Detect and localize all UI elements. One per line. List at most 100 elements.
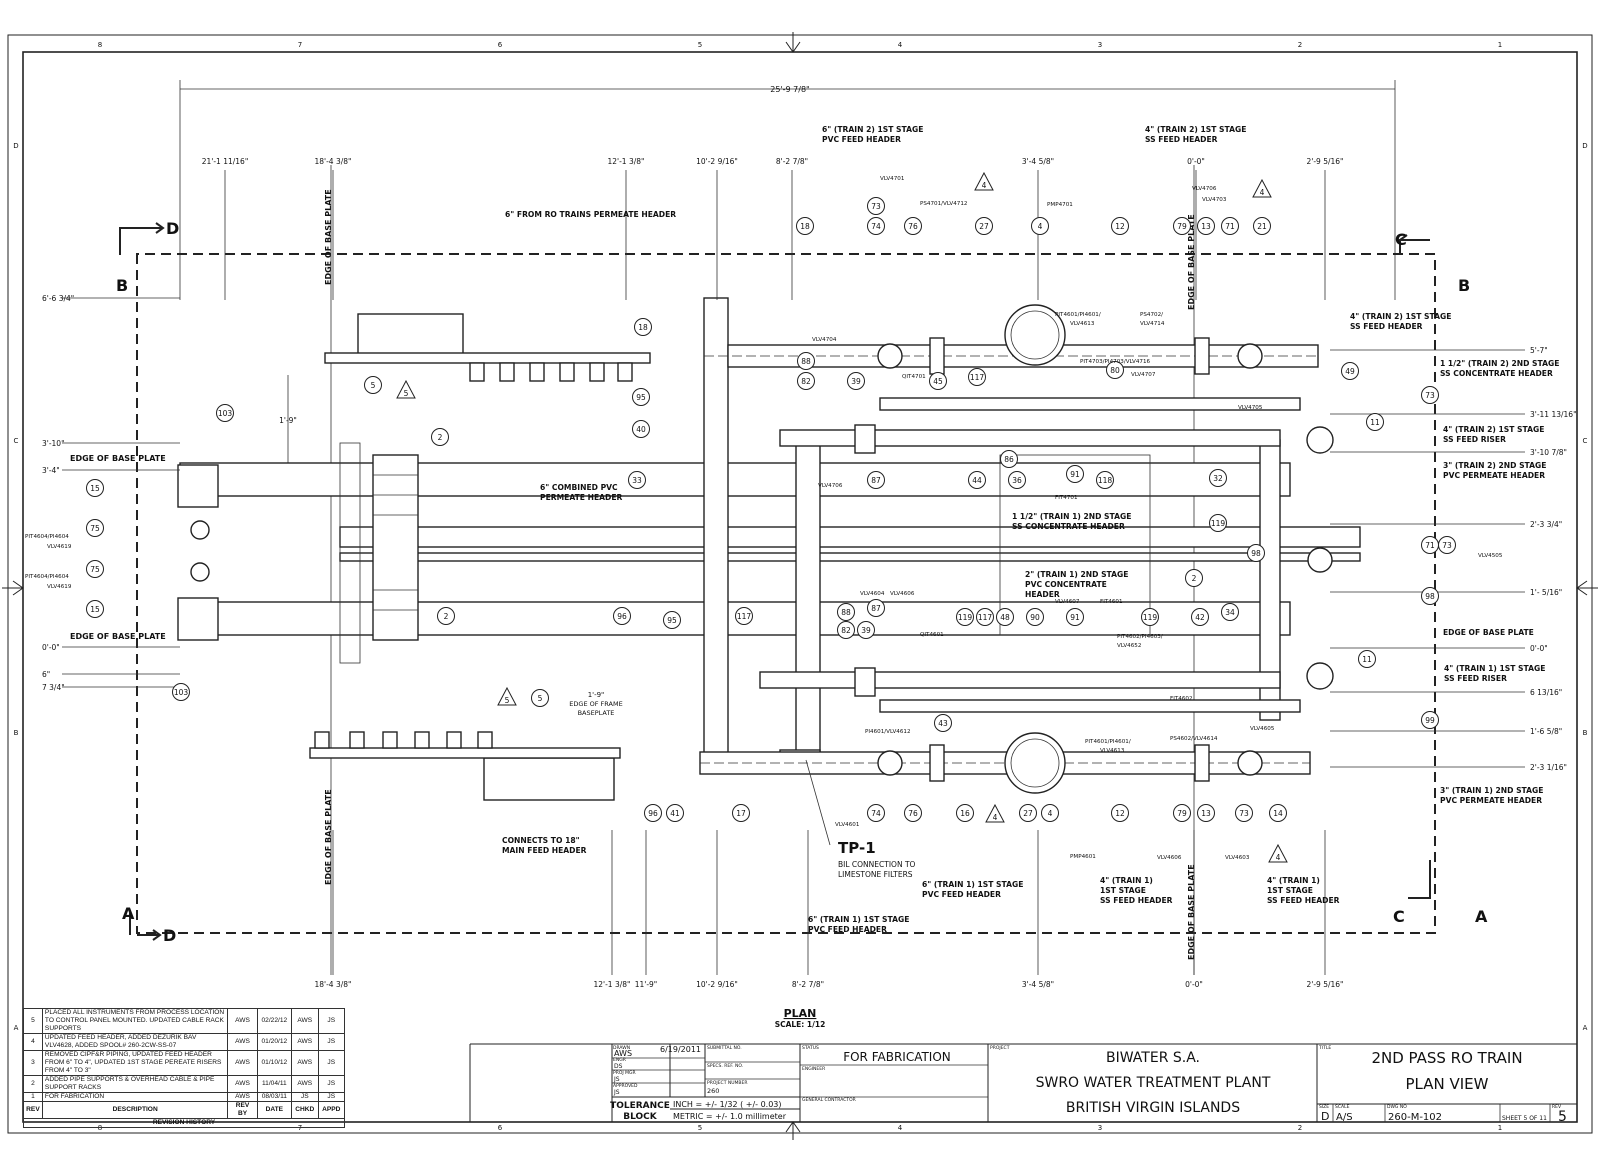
section-mark-b-left: B	[116, 276, 128, 295]
instrument-tag: VLV4714	[1140, 321, 1165, 327]
item-bubble-number: 13	[1201, 809, 1211, 818]
section-mark-d-bottom: D	[163, 926, 176, 945]
item-bubble-number: 14	[1273, 809, 1283, 818]
item-bubble-circle	[1221, 217, 1239, 235]
tb-engineer-label: ENGINEER	[802, 1066, 825, 1072]
zone-label-col: 4	[898, 1124, 903, 1132]
item-bubble-number: 48	[1000, 613, 1010, 622]
zone-label-row: A	[1583, 1024, 1588, 1032]
item-bubble-number: 98	[1251, 549, 1261, 558]
item-bubble-circle	[956, 608, 974, 626]
item-bubble-circle	[1096, 471, 1114, 489]
instrument-tag: PIT4602/PI4603/	[1117, 634, 1163, 640]
instrument-tag: VLV4607	[1055, 599, 1080, 605]
item-bubble-circle	[86, 479, 104, 497]
instrument-tag: VLV4613	[1070, 321, 1095, 327]
pipe-callout-line: PERMEATE HEADER	[540, 493, 623, 502]
tb-dwg-label: DWG NO	[1387, 1104, 1407, 1110]
top-dim: 10'-2 9/16"	[696, 157, 738, 166]
item-bubble-number: 2	[1192, 574, 1197, 583]
instrument-tag: VLV4703	[1202, 197, 1227, 203]
item-bubble-number: 103	[218, 409, 233, 418]
instrument-tag: VLV4606	[1157, 855, 1182, 861]
pipe-callout-line: PVC FEED HEADER	[822, 135, 901, 144]
top-dim: 12'-1 3/8"	[608, 157, 645, 166]
tb-scale: A/S	[1336, 1112, 1353, 1123]
pipe-callout-line: SS FEED HEADER	[1350, 322, 1423, 331]
pipe-callout-line: PVC CONCENTRATE	[1025, 580, 1107, 589]
desc-col-header: DESCRIPTION	[41, 1101, 229, 1119]
item-bubble-circle	[1106, 361, 1124, 379]
instrument-tag: FIT4701	[1055, 495, 1078, 501]
tp1-note-line2: LIMESTONE FILTERS	[838, 870, 913, 879]
item-bubble-number: 73	[871, 202, 881, 211]
item-bubble-circle	[867, 804, 885, 822]
section-mark-c-bottom: C	[1393, 907, 1405, 926]
item-bubble-circle	[968, 368, 986, 386]
item-bubble-circle	[837, 603, 855, 621]
item-bubble-number: 21	[1257, 222, 1267, 231]
item-bubble-number: 90	[1030, 613, 1040, 622]
rev-description: PLACED ALL INSTRUMENTS FROM PROCESS LOCA…	[41, 1008, 229, 1034]
rev-description: UPDATED FEED HEADER, ADDED DEZURIK BAV V…	[41, 1033, 229, 1051]
instrument-tag: PIT4604/PI4604	[25, 534, 69, 540]
item-bubble-number: 18	[638, 323, 648, 332]
valves	[190, 337, 1334, 782]
section-mark-d-top: D	[166, 219, 179, 238]
tb-title-label: TITLE	[1318, 1045, 1331, 1051]
section-arrow-d-bottom	[129, 913, 162, 941]
zone-label-col: 2	[1298, 41, 1302, 49]
rev-number: 5	[23, 1008, 43, 1034]
rev-number: 4	[23, 1033, 43, 1051]
item-bubble-number: 39	[851, 377, 861, 386]
instrument-tag: PMP4701	[1047, 202, 1073, 208]
zone-label-col: 3	[1098, 1124, 1102, 1132]
item-bubble-circle	[867, 471, 885, 489]
pipe-callout-line: CONNECTS TO 18"	[502, 836, 580, 845]
top-dimensions: 21'-1 11/16"18'-4 3/8"12'-1 3/8"10'-2 9/…	[202, 157, 1344, 300]
right-center-mark	[1576, 580, 1598, 596]
item-bubble-number: 34	[1225, 608, 1235, 617]
rev-checked: AWS	[290, 1033, 319, 1051]
tb-tol-inch: INCH = +/- 1/32 ( +/- 0.03)	[673, 1100, 782, 1109]
item-bubble-circle	[1209, 469, 1227, 487]
tb-approved: JS	[613, 1089, 620, 1096]
item-bubble-circle	[847, 372, 865, 390]
top-dim: 2'-9 5/16"	[1307, 157, 1344, 166]
tb-status-label: STATUS	[802, 1045, 819, 1051]
edge-frame-line2: BASEPLATE	[578, 709, 615, 717]
edge-base-plate-vertical-top-right: EDGE OF BASE PLATE	[1187, 214, 1196, 310]
item-bubble-circle	[172, 683, 190, 701]
item-bubble-number: 117	[970, 373, 985, 382]
item-bubble-circle	[1141, 608, 1159, 626]
zone-label-row: D	[13, 142, 18, 150]
tb-projnum-label: PROJECT NUMBER	[707, 1080, 747, 1086]
pipe-callout-line: PVC FEED HEADER	[922, 890, 1001, 899]
item-bubble-number: 86	[1004, 455, 1014, 464]
item-bubble-circle	[1185, 569, 1203, 587]
zone-label-row: B	[14, 729, 19, 737]
rev-checked: AWS	[290, 1008, 319, 1034]
zone-label-col: 3	[1098, 41, 1102, 49]
item-bubble-circle	[1111, 217, 1129, 235]
item-bubble-circle	[797, 352, 815, 370]
item-bubble-circle	[1341, 362, 1359, 380]
item-bubble-circle	[929, 372, 947, 390]
rev-date: 01/10/12	[256, 1050, 292, 1076]
instrument-tag: VLV4706	[1192, 186, 1217, 192]
instrument-tag: VLV4605	[1250, 726, 1275, 732]
item-bubble-number: 95	[667, 616, 677, 625]
item-bubble-number: 27	[1023, 809, 1033, 818]
tb-project-label: PROJECT	[990, 1045, 1010, 1051]
bottom-dimensions: 18'-4 3/8"12'-1 3/8"11'-9"10'-2 9/16"8'-…	[315, 830, 1344, 989]
section-arrow-c-top	[1399, 234, 1430, 255]
pipe-callout-line: 4" (TRAIN 2) 1ST STAGE	[1145, 125, 1246, 134]
instrument-tag: PIT4703/PI4703/VLV4716	[1080, 359, 1151, 365]
inner-dim-frame: 1'-9"	[588, 691, 605, 699]
instrument-tag: VLV4707	[1131, 372, 1156, 378]
item-bubble-number: 117	[737, 612, 752, 621]
top-dim: 18'-4 3/8"	[315, 157, 352, 166]
left-dim: 3'-4"	[42, 466, 60, 475]
pipe-callout-line: 1ST STAGE	[1267, 886, 1313, 895]
